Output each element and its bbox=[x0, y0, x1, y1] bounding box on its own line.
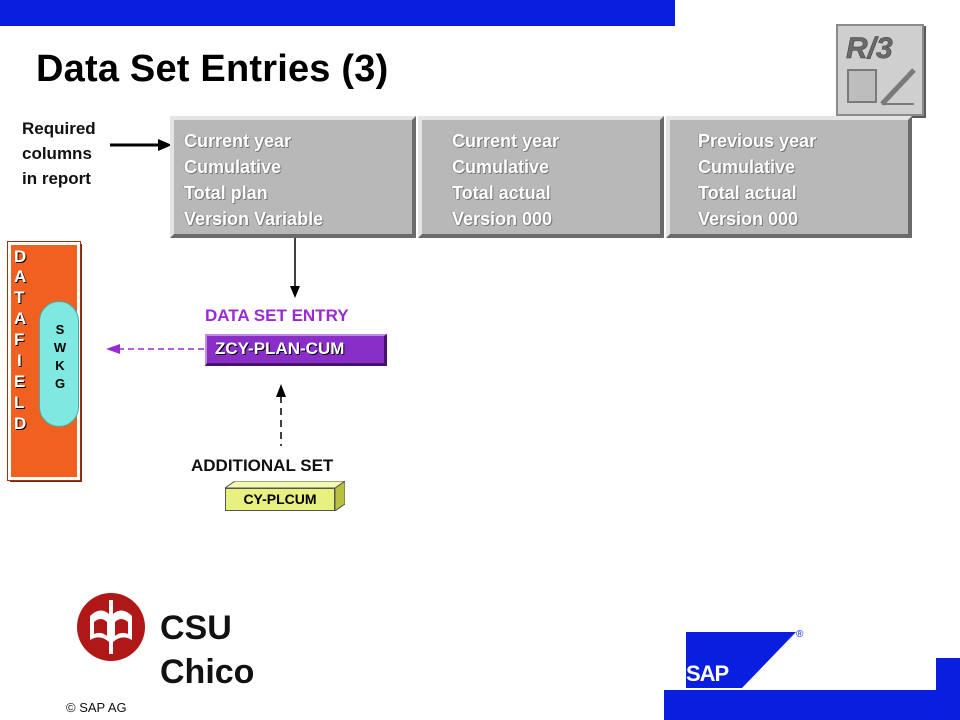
data-set-entry-label: DATA SET ENTRY bbox=[205, 306, 349, 325]
datafield-letter: A bbox=[14, 267, 27, 286]
sap-registered-mark: ® bbox=[796, 629, 804, 640]
required-label-line-1: Required bbox=[22, 119, 96, 138]
required-columns-label: Required columns in report bbox=[22, 116, 96, 191]
column-line: Current year bbox=[184, 131, 292, 151]
datafield-letter: E bbox=[14, 372, 26, 391]
datafield-letter: L bbox=[14, 393, 25, 412]
top-brand-bar bbox=[0, 0, 675, 26]
column-line: Current year bbox=[452, 131, 560, 151]
csu-logo-text: CSU bbox=[160, 609, 232, 647]
column-line: Version Variable bbox=[184, 209, 324, 229]
datafield-letter: I bbox=[17, 351, 22, 370]
datafield-letter: A bbox=[14, 309, 27, 328]
column-line: Version 000 bbox=[452, 209, 553, 229]
datafield-letter: D bbox=[14, 414, 27, 433]
csu-emblem-icon bbox=[77, 593, 145, 661]
r3-logo-text: R/3 bbox=[846, 32, 893, 65]
column-box-previous-actual: Previous year Cumulative Total actual Ve… bbox=[666, 116, 912, 238]
required-label-line-3: in report bbox=[22, 169, 91, 188]
column-line: Version 000 bbox=[698, 209, 799, 229]
column-box-current-actual: Current year Cumulative Total actual Ver… bbox=[418, 116, 664, 238]
swkg-letter: G bbox=[54, 376, 66, 391]
additional-set-label: ADDITIONAL SET bbox=[191, 456, 334, 475]
datafield-box: D A T A F I E L D S W K G bbox=[7, 241, 81, 481]
swkg-letter: S bbox=[55, 322, 65, 337]
required-label-line-2: columns bbox=[22, 144, 92, 163]
column-line: Total actual bbox=[698, 183, 797, 203]
column-box-current-plan: Current year Cumulative Total plan Versi… bbox=[170, 116, 416, 238]
swkg-letter: W bbox=[53, 340, 67, 355]
column-line: Previous year bbox=[698, 131, 817, 151]
sap-logo-text: SAP bbox=[686, 661, 729, 686]
column-line: Total plan bbox=[184, 183, 268, 203]
page-title: Data Set Entries (3) bbox=[36, 48, 389, 90]
column-line: Cumulative bbox=[698, 157, 796, 177]
column-line: Cumulative bbox=[184, 157, 282, 177]
swkg-oval: S W K G bbox=[39, 301, 79, 427]
r3-logo: R/3 bbox=[836, 24, 924, 116]
column-line: Cumulative bbox=[452, 157, 550, 177]
copyright-text: © SAP AG bbox=[66, 700, 127, 715]
bottom-brand-bar-vertical bbox=[936, 658, 960, 720]
bottom-brand-bar bbox=[664, 690, 960, 720]
additional-set-box-top bbox=[225, 481, 345, 489]
swkg-letter: K bbox=[55, 358, 65, 373]
chico-logo-text: Chico bbox=[160, 653, 255, 691]
datafield-letter: D bbox=[14, 247, 27, 266]
sap-logo-icon bbox=[686, 632, 796, 688]
additional-set-box: CY-PLCUM bbox=[225, 488, 335, 511]
datafield-letter: T bbox=[14, 288, 25, 307]
required-arrow-icon bbox=[110, 139, 172, 151]
data-set-entry-box: ZCY-PLAN-CUM bbox=[205, 334, 387, 366]
column-line: Total actual bbox=[452, 183, 551, 203]
datafield-letter: F bbox=[14, 330, 25, 349]
